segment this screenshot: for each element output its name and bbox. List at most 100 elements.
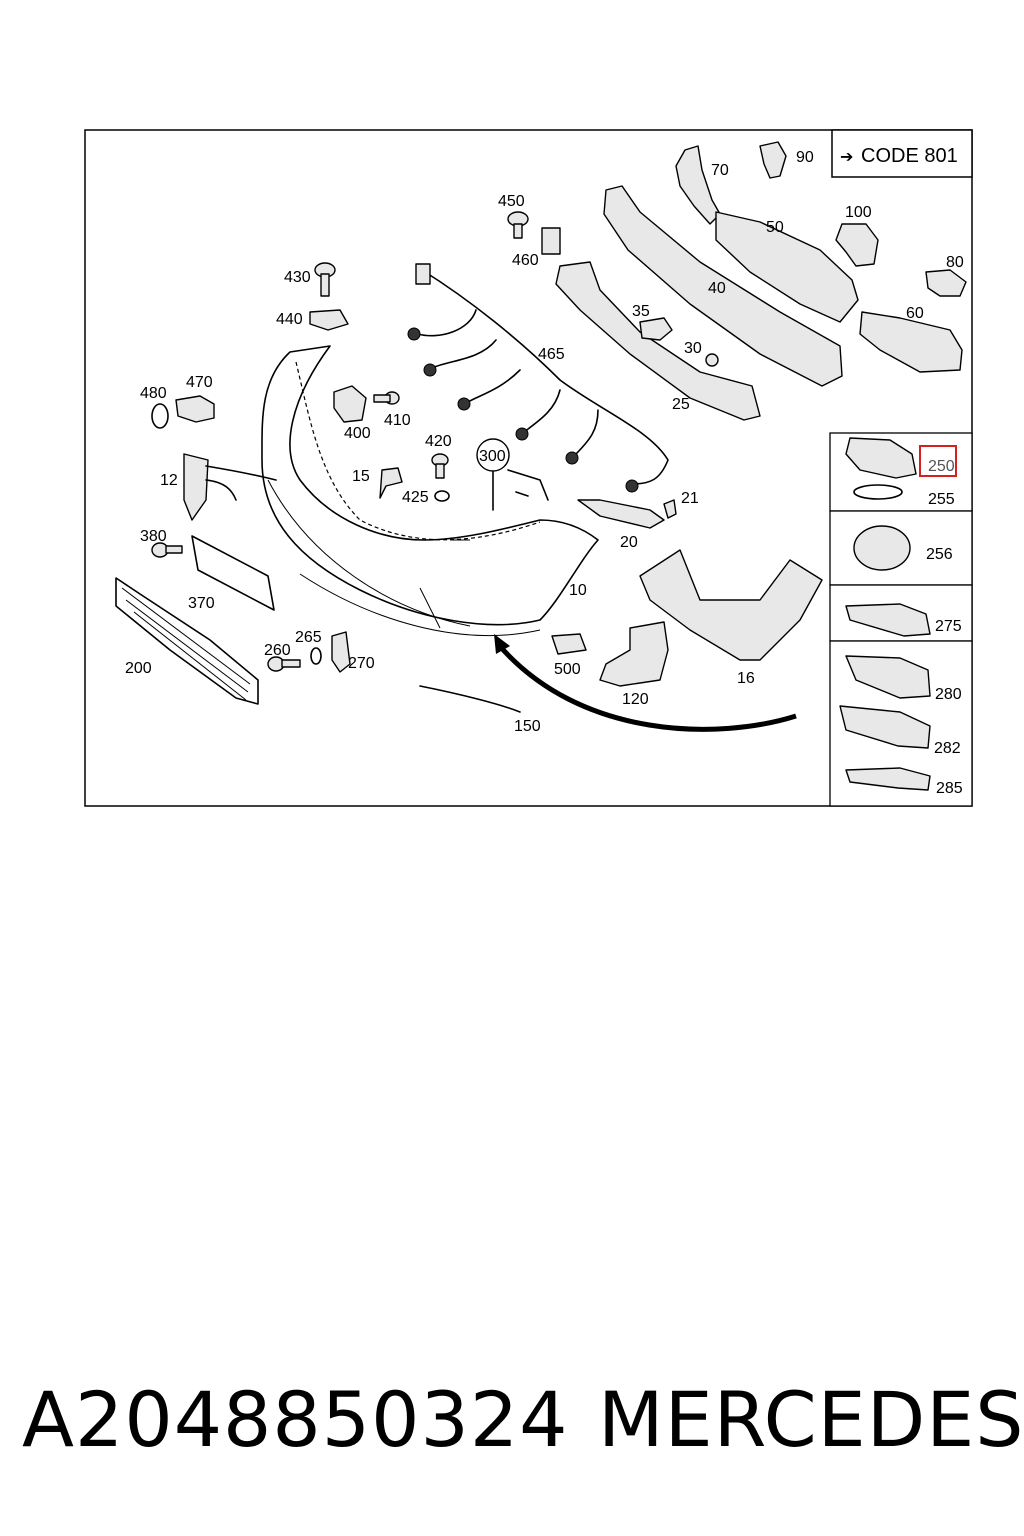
part-15-shape[interactable]: [379, 467, 403, 499]
part-465-shape[interactable]: [417, 269, 669, 485]
part-30-shape[interactable]: [705, 353, 719, 367]
label-80[interactable]: 80: [946, 254, 964, 271]
part-275-shape[interactable]: [845, 603, 931, 637]
part-70-shape[interactable]: [675, 145, 721, 225]
label-265[interactable]: 265: [295, 629, 322, 646]
part-25-shape[interactable]: [555, 261, 761, 421]
part-12-shape[interactable]: [183, 453, 209, 521]
label-255[interactable]: 255: [928, 491, 955, 508]
label-35[interactable]: 35: [632, 303, 650, 320]
label-60[interactable]: 60: [906, 305, 924, 322]
part-280-shape[interactable]: [845, 655, 931, 699]
label-10[interactable]: 10: [569, 582, 587, 599]
part-40-shape[interactable]: [603, 185, 843, 387]
part-370-shape[interactable]: [191, 535, 275, 611]
part-270-shape[interactable]: [331, 631, 351, 673]
label-16[interactable]: 16: [737, 670, 755, 687]
part-16-shape[interactable]: [639, 549, 823, 661]
part-430-shape[interactable]: [314, 262, 336, 297]
part-425-shape[interactable]: [434, 490, 450, 502]
part-260-shape[interactable]: [267, 656, 301, 672]
part-50-shape[interactable]: [715, 211, 859, 323]
part-300-shape[interactable]: [492, 469, 549, 511]
part-450-shape[interactable]: [507, 211, 529, 239]
label-430[interactable]: 430: [284, 269, 311, 286]
label-256[interactable]: 256: [926, 546, 953, 563]
label-280[interactable]: 280: [935, 686, 962, 703]
brand-name: MERCEDES: [598, 1375, 1024, 1464]
part-12-cable: [205, 465, 277, 501]
label-440[interactable]: 440: [276, 311, 303, 328]
part-21-shape[interactable]: [663, 499, 677, 519]
label-21[interactable]: 21: [681, 490, 699, 507]
label-300[interactable]: 300: [479, 448, 506, 465]
part-500-shape[interactable]: [551, 633, 587, 655]
label-260[interactable]: 260: [264, 642, 291, 659]
part-480-shape[interactable]: [151, 403, 169, 429]
part-420-shape[interactable]: [431, 453, 449, 479]
label-20[interactable]: 20: [620, 534, 638, 551]
label-460[interactable]: 460: [512, 252, 539, 269]
label-250[interactable]: 250: [928, 458, 955, 475]
highlight-box-250[interactable]: [919, 445, 957, 477]
label-285[interactable]: 285: [936, 780, 963, 797]
label-450[interactable]: 450: [498, 193, 525, 210]
part-10-shape[interactable]: [261, 345, 599, 636]
part-35-shape[interactable]: [639, 317, 673, 341]
part-282-shape[interactable]: [839, 705, 931, 749]
label-470[interactable]: 470: [186, 374, 213, 391]
part-400-shape[interactable]: [333, 385, 367, 423]
part-300-circle: [476, 438, 510, 472]
part-80-shape[interactable]: [925, 269, 967, 297]
label-480[interactable]: 480: [140, 385, 167, 402]
part-380-shape[interactable]: [151, 542, 183, 558]
label-50[interactable]: 50: [766, 219, 784, 236]
part-460-shape[interactable]: [541, 227, 561, 255]
part-90-shape[interactable]: [759, 141, 787, 179]
footer: A2048850324 MERCEDES: [0, 1370, 1024, 1470]
label-270[interactable]: 270: [348, 655, 375, 672]
label-15[interactable]: 15: [352, 468, 370, 485]
label-25[interactable]: 25: [672, 396, 690, 413]
part-410-shape[interactable]: [373, 391, 400, 405]
part-20-shape[interactable]: [577, 499, 665, 529]
part-440-shape[interactable]: [309, 309, 349, 331]
label-370[interactable]: 370: [188, 595, 215, 612]
part-250-shape[interactable]: [845, 437, 917, 479]
label-120[interactable]: 120: [622, 691, 649, 708]
label-425[interactable]: 425: [402, 489, 429, 506]
label-500[interactable]: 500: [554, 661, 581, 678]
part-470-shape[interactable]: [175, 395, 215, 423]
label-282[interactable]: 282: [934, 740, 961, 757]
label-465[interactable]: 465: [538, 346, 565, 363]
part-256-shape[interactable]: [853, 525, 911, 571]
code-box: [831, 129, 973, 178]
label-90[interactable]: 90: [796, 149, 814, 166]
label-400[interactable]: 400: [344, 425, 371, 442]
label-70[interactable]: 70: [711, 162, 729, 179]
part-120-shape[interactable]: [599, 621, 669, 687]
label-200[interactable]: 200: [125, 660, 152, 677]
label-380[interactable]: 380: [140, 528, 167, 545]
part-100-shape[interactable]: [835, 223, 879, 267]
part-labels: 70 90 50 100 80 60 40 35 30 25 450 460 4…: [125, 149, 964, 797]
part-285-shape[interactable]: [845, 767, 931, 791]
code-box-label[interactable]: CODE 801: [861, 145, 958, 167]
part-60-shape[interactable]: [859, 311, 963, 373]
part-255-shape[interactable]: [853, 484, 903, 500]
label-410[interactable]: 410: [384, 412, 411, 429]
label-150[interactable]: 150: [514, 718, 541, 735]
part-150-shape[interactable]: [419, 685, 521, 713]
label-275[interactable]: 275: [935, 618, 962, 635]
parts-diagram: ➔ CODE 801: [84, 129, 973, 807]
part-265-shape[interactable]: [310, 647, 322, 665]
large-curved-arrow: [496, 642, 797, 732]
label-40[interactable]: 40: [708, 280, 726, 297]
label-420[interactable]: 420: [425, 433, 452, 450]
label-100[interactable]: 100: [845, 204, 872, 221]
label-12[interactable]: 12: [160, 472, 178, 489]
label-30[interactable]: 30: [684, 340, 702, 357]
arrowhead-icon: [494, 634, 510, 654]
part-200-shape[interactable]: [115, 577, 259, 705]
diagram-frame: [84, 129, 973, 807]
